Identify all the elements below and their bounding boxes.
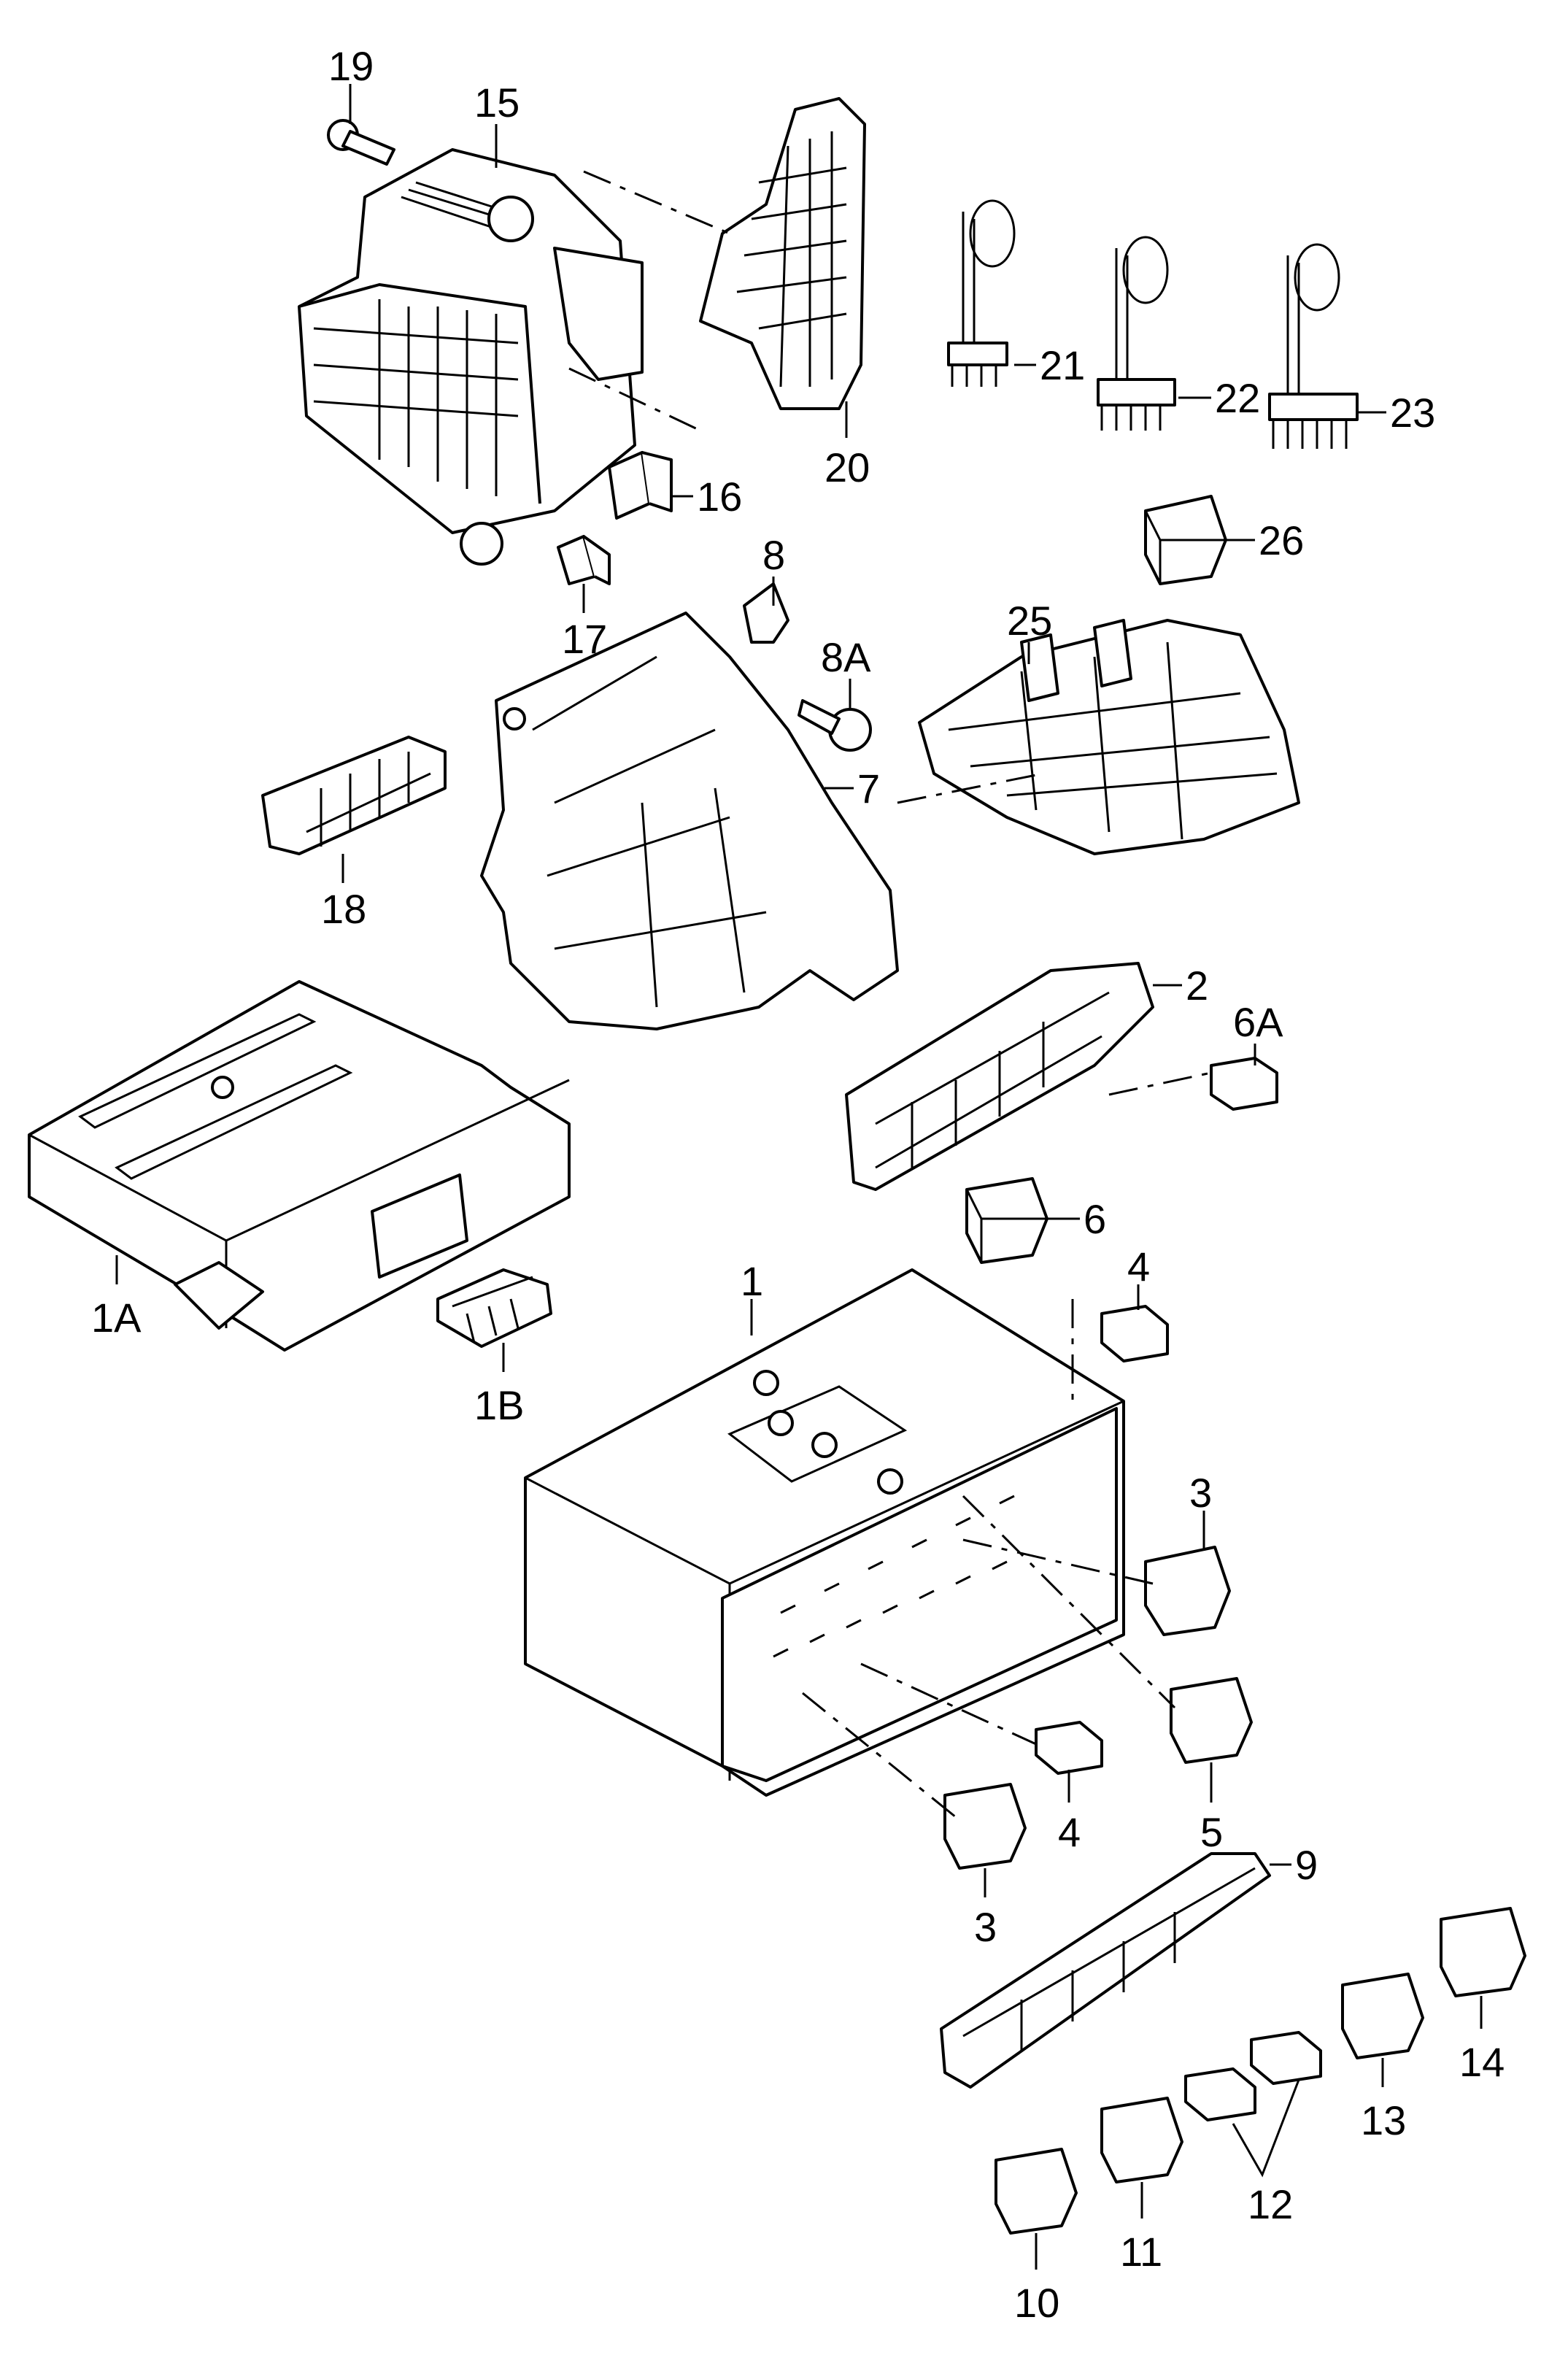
callout-18: 18 [321, 886, 366, 932]
part-19-screw[interactable] [327, 119, 395, 166]
callout-6: 6 [1084, 1196, 1106, 1242]
part-6A-fuse[interactable] [1210, 1057, 1278, 1111]
part-21-wire-set[interactable] [947, 199, 1016, 387]
callout-1A: 1A [91, 1295, 142, 1341]
callout-25: 25 [1007, 598, 1052, 644]
callout-1B: 1B [474, 1382, 525, 1428]
leader-lines [115, 84, 1483, 2270]
callout-12: 12 [1248, 2181, 1293, 2227]
callout-8: 8 [762, 532, 785, 578]
part-9-relay-plate[interactable] [940, 1852, 1271, 2089]
callout-15: 15 [474, 80, 520, 126]
part-13-relay[interactable] [1341, 1973, 1424, 2059]
callout-9: 9 [1295, 1842, 1318, 1888]
part-8A-screw[interactable] [797, 699, 872, 752]
part-18-clip[interactable] [261, 736, 447, 855]
callout-11: 11 [1120, 2229, 1162, 2275]
part-14-relay[interactable] [1440, 1907, 1526, 1997]
part-3-relay-lower[interactable] [943, 1783, 1027, 1870]
part-2-relay-plate[interactable] [845, 962, 1154, 1191]
callout-2: 2 [1186, 963, 1208, 1009]
callout-4-lower: 4 [1058, 1809, 1081, 1855]
part-26-relay[interactable] [1144, 495, 1227, 585]
callout-7: 7 [857, 766, 880, 812]
part-4-fuse-upper[interactable] [1100, 1305, 1169, 1362]
callout-13: 13 [1361, 2097, 1406, 2143]
part-11-relay[interactable] [1100, 2097, 1183, 2183]
part-1-electrics-box[interactable] [524, 1268, 1125, 1797]
part-16-fuse[interactable] [608, 451, 673, 520]
part-6-relay[interactable] [965, 1177, 1048, 1264]
callout-5: 5 [1200, 1809, 1223, 1855]
callout-17: 17 [562, 616, 607, 662]
part-25-relay-carrier[interactable] [918, 619, 1300, 855]
part-12-fuse-a[interactable] [1250, 2031, 1322, 2085]
callout-20: 20 [824, 444, 870, 490]
part-20-cover[interactable] [699, 97, 866, 410]
callout-labels: 19 15 20 21 22 23 16 17 26 8 8A 25 7 18 … [91, 43, 1505, 2326]
callout-23: 23 [1390, 390, 1435, 436]
callout-22: 22 [1215, 375, 1260, 421]
part-23-wire-set[interactable] [1268, 243, 1359, 449]
part-8-clip[interactable] [743, 582, 789, 644]
callout-4-upper: 4 [1127, 1244, 1150, 1290]
part-12-fuse-b[interactable] [1184, 2067, 1256, 2121]
callout-16: 16 [697, 474, 742, 520]
callout-26: 26 [1259, 517, 1304, 563]
part-15-fuse-box-housing[interactable] [298, 148, 644, 566]
part-17-fuse[interactable] [557, 535, 611, 585]
callout-21: 21 [1040, 342, 1085, 388]
callout-14: 14 [1459, 2039, 1505, 2085]
callout-1: 1 [741, 1258, 763, 1304]
assembly-lines [568, 170, 1212, 1819]
callout-8A: 8A [821, 634, 871, 680]
part-5-relay[interactable] [1170, 1677, 1253, 1764]
part-10-relay[interactable] [995, 2148, 1078, 2235]
callout-3-upper: 3 [1189, 1470, 1212, 1516]
part-1B-connector[interactable] [436, 1268, 552, 1348]
callout-3-lower: 3 [974, 1904, 997, 1950]
part-3-relay-upper[interactable] [1144, 1546, 1231, 1636]
part-7-bracket[interactable] [480, 612, 899, 1030]
callout-10: 10 [1014, 2280, 1059, 2326]
part-4-fuse-lower[interactable] [1035, 1721, 1103, 1775]
callout-6A: 6A [1233, 999, 1283, 1045]
callout-19: 19 [328, 43, 374, 89]
part-1A-control-unit[interactable] [28, 980, 571, 1352]
part-22-wire-set[interactable] [1097, 236, 1176, 431]
